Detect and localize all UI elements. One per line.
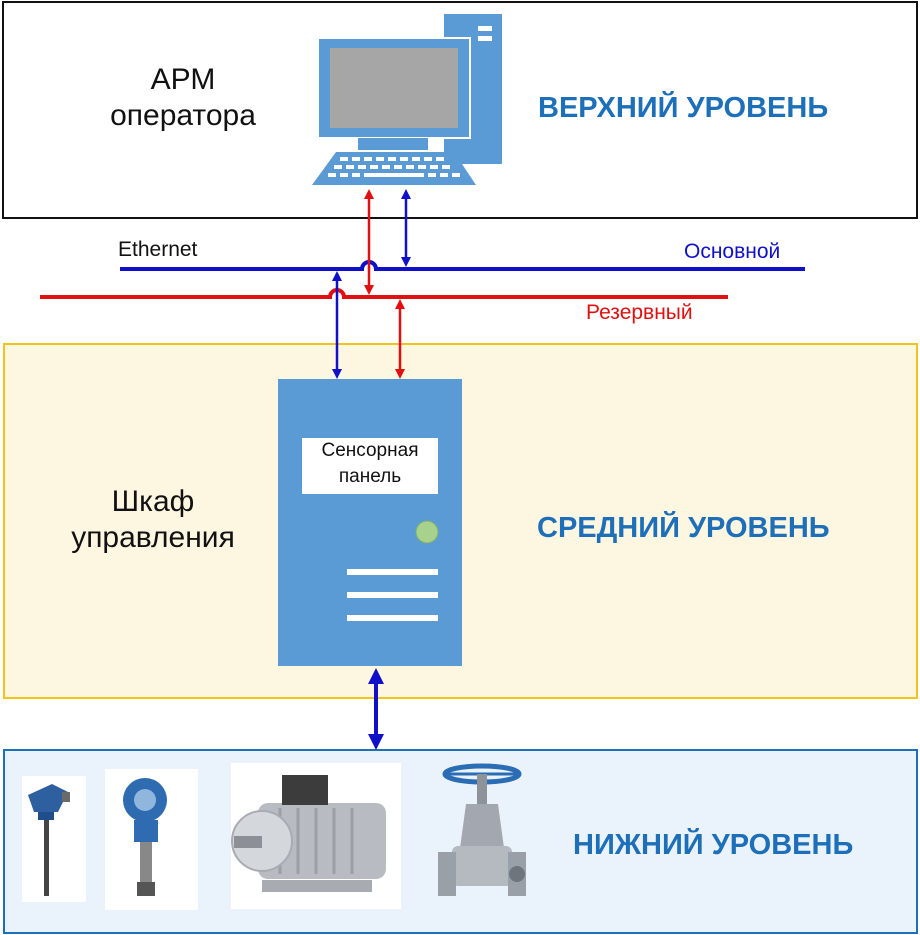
backup-network-label: Резервный [586,301,693,324]
control-cabinet-icon [278,379,462,666]
upper-level-title: ВЕРХНИЙ УРОВЕНЬ [538,92,829,124]
gate-valve-icon [438,763,526,896]
lower-level-title: НИЖНИЙ УРОВЕНЬ [573,829,854,861]
arm-label-line1: АРМ [150,63,216,96]
backup-ethernet-line [40,288,728,299]
operator-workstation-label: АРМ оператора [88,62,278,134]
computer-icon [312,14,502,185]
primary-network-label: Основной [684,240,781,263]
touch-panel-label: Сенсорная панель [302,438,438,494]
panel-label-line1: Сенсорная [321,440,419,461]
temperature-sensor-icon [28,784,70,896]
cabinet-label-line1: Шкаф [111,485,195,518]
pressure-transmitter-icon [123,778,167,896]
arm-label-line2: оператора [110,99,256,132]
control-cabinet-label: Шкаф управления [48,484,258,556]
electric-motor-icon [231,775,386,892]
ethernet-label: Ethernet [118,238,198,261]
middle-level-title: СРЕДНИЙ УРОВЕНЬ [537,512,830,544]
panel-label-line2: панель [338,466,402,487]
primary-ethernet-line [120,260,805,271]
cabinet-label-line2: управления [71,521,235,554]
